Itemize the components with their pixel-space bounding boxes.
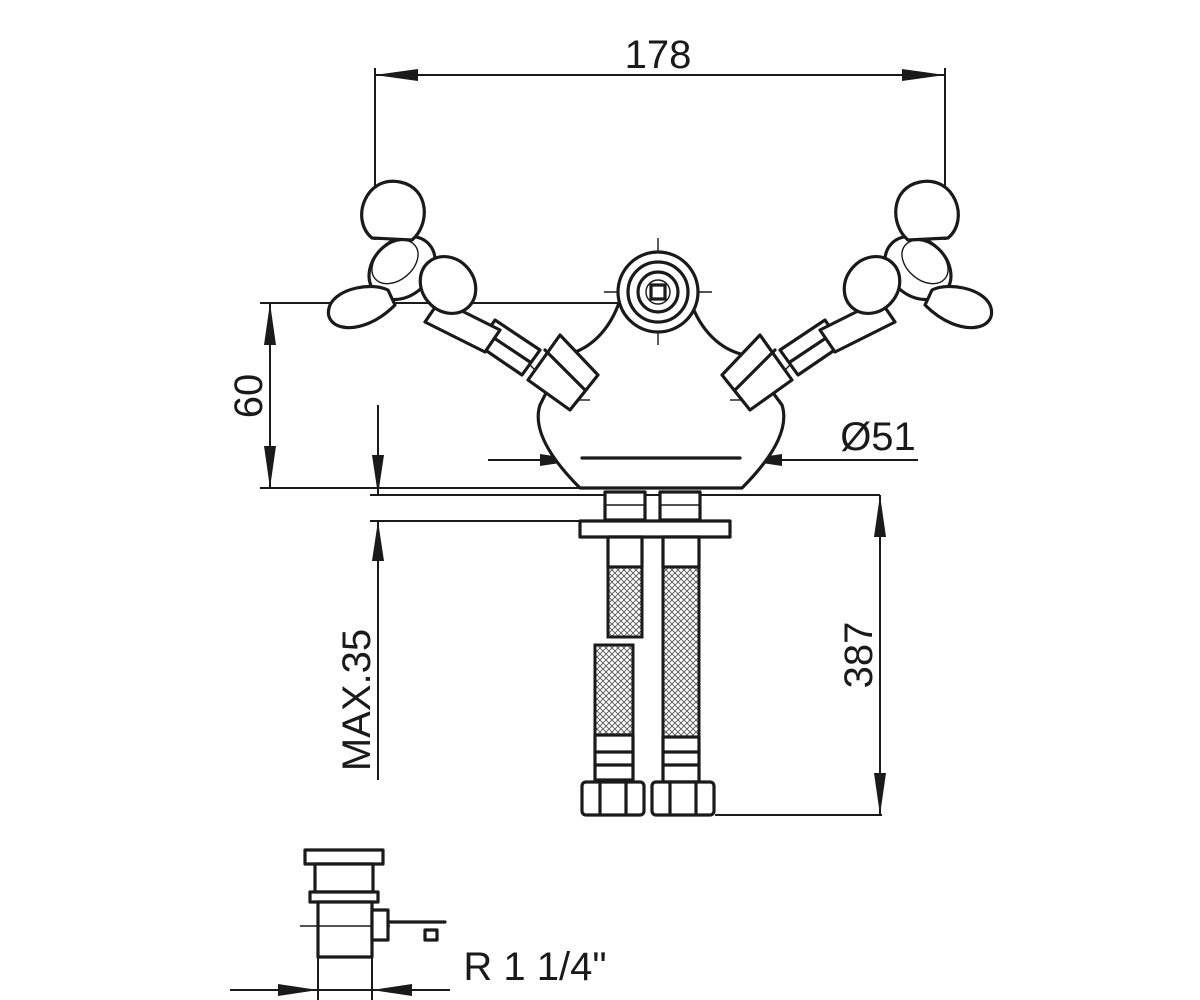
base-diameter-label: Ø51 (840, 415, 916, 459)
dimension-height: 60 (227, 302, 620, 489)
dimension-hose-length: 387 (715, 495, 886, 816)
left-valve (423, 298, 600, 412)
waste-thread-label: R 1 1/4" (463, 945, 606, 989)
dimension-overall-width: 178 (374, 33, 946, 240)
overall-width-label: 178 (625, 33, 692, 77)
hose-length-label: 387 (837, 622, 881, 689)
popup-waste-icon: R 1 1/4" (230, 848, 607, 1000)
flexible-hoses (580, 535, 716, 817)
mounting-assembly (578, 490, 732, 539)
right-valve (720, 298, 897, 412)
max-deck-thickness-label: MAX.35 (335, 629, 379, 771)
left-cross-handle-icon (326, 179, 478, 330)
right-cross-handle-icon (842, 179, 994, 330)
aerator-icon (604, 238, 712, 345)
height-label: 60 (227, 374, 271, 419)
